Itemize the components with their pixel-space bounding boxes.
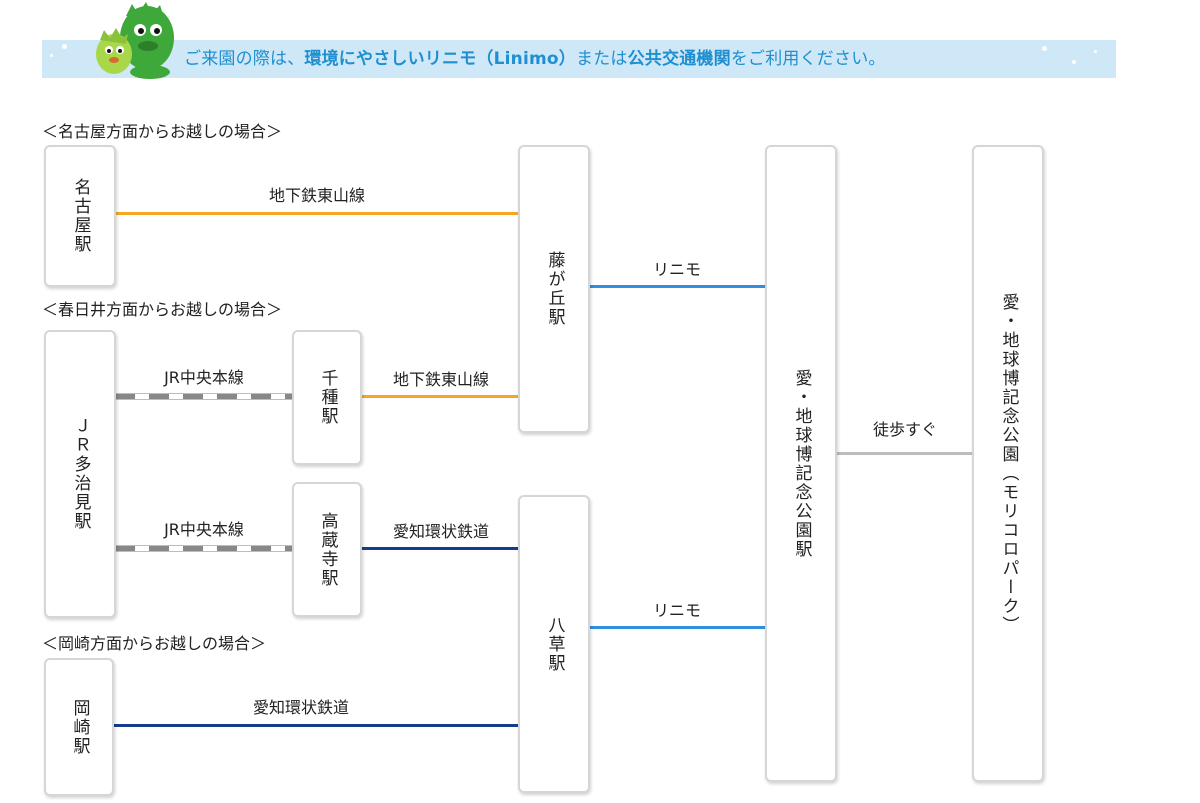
station-chikusa: 千種駅: [292, 330, 362, 465]
section-title-kasugai: ＜春日井方面からお越しの場合＞: [42, 300, 283, 319]
banner-sparkle: [1072, 60, 1076, 64]
line-higashiyama-chikusa: [362, 395, 520, 398]
station-label: 藤が丘駅: [544, 251, 565, 327]
line-label-linimo: リニモ: [652, 260, 702, 279]
banner-sparkle: [1094, 50, 1097, 53]
banner-text-part: ご来園の際は、: [184, 49, 305, 69]
line-linimo-fujigaoka: [588, 285, 767, 288]
destination-moricoro-park: 愛・地球博記念公園（モリコロパーク）: [972, 145, 1044, 782]
line-higashiyama-nagoya: [115, 212, 520, 215]
line-label-linimo: リニモ: [652, 601, 702, 620]
line-linimo-yakusa: [588, 626, 767, 629]
banner-text-part: をご利用ください。: [730, 49, 886, 69]
mascot-characters-icon: [96, 2, 174, 79]
destination-label: 愛・地球博記念公園（モリコロパーク）: [998, 292, 1019, 635]
line-label-higashiyama: 地下鉄東山線: [392, 370, 490, 389]
section-title-okazaki: ＜岡崎方面からお越しの場合＞: [42, 634, 267, 653]
station-label: 愛・地球博記念公園駅: [791, 368, 812, 559]
station-okazaki: 岡崎駅: [44, 658, 114, 796]
section-title-nagoya: ＜名古屋方面からお越しの場合＞: [42, 122, 283, 141]
station-kozoji: 高蔵寺駅: [292, 482, 362, 617]
line-label-higashiyama: 地下鉄東山線: [268, 186, 366, 205]
line-jr-chuo-kozoji: [115, 545, 293, 552]
banner-text-part: または: [576, 49, 628, 69]
station-nagoya: 名古屋駅: [44, 145, 116, 287]
line-jr-chuo-chikusa: [115, 393, 293, 400]
line-label-walk: 徒歩すぐ: [872, 420, 938, 439]
line-label-aikan: 愛知環状鉄道: [392, 522, 490, 541]
station-tajimi: ＪＲ多治見駅: [44, 330, 116, 618]
banner-text-emphasis: 環境にやさしいリニモ（Linimo）: [304, 49, 576, 69]
station-label: 岡崎駅: [69, 698, 90, 756]
banner-sparkle: [62, 44, 67, 49]
notice-banner: ご来園の際は、環境にやさしいリニモ（Linimo）または公共交通機関をご利用くだ…: [42, 40, 1116, 78]
line-walk: [836, 452, 974, 455]
line-aikan-okazaki: [112, 724, 520, 727]
station-yakusa: 八草駅: [518, 495, 590, 793]
station-label: 名古屋駅: [70, 178, 91, 254]
banner-sparkle: [50, 54, 53, 57]
station-label: 八草駅: [544, 615, 565, 673]
station-label: 千種駅: [317, 369, 338, 426]
banner-sparkle: [1042, 46, 1047, 51]
line-label-jr-chuo: JR中央本線: [164, 520, 244, 539]
station-label: 高蔵寺駅: [317, 511, 338, 588]
banner-message: ご来園の際は、環境にやさしいリニモ（Linimo）または公共交通機関をご利用くだ…: [184, 40, 886, 78]
station-fujigaoka: 藤が丘駅: [518, 145, 590, 433]
station-label: ＪＲ多治見駅: [70, 417, 91, 531]
line-label-jr-chuo: JR中央本線: [164, 368, 244, 387]
line-label-aikan: 愛知環状鉄道: [252, 698, 350, 717]
station-expo-park: 愛・地球博記念公園駅: [765, 145, 837, 782]
banner-text-emphasis: 公共交通機関: [627, 49, 731, 69]
line-aikan-kozoji: [362, 547, 520, 550]
